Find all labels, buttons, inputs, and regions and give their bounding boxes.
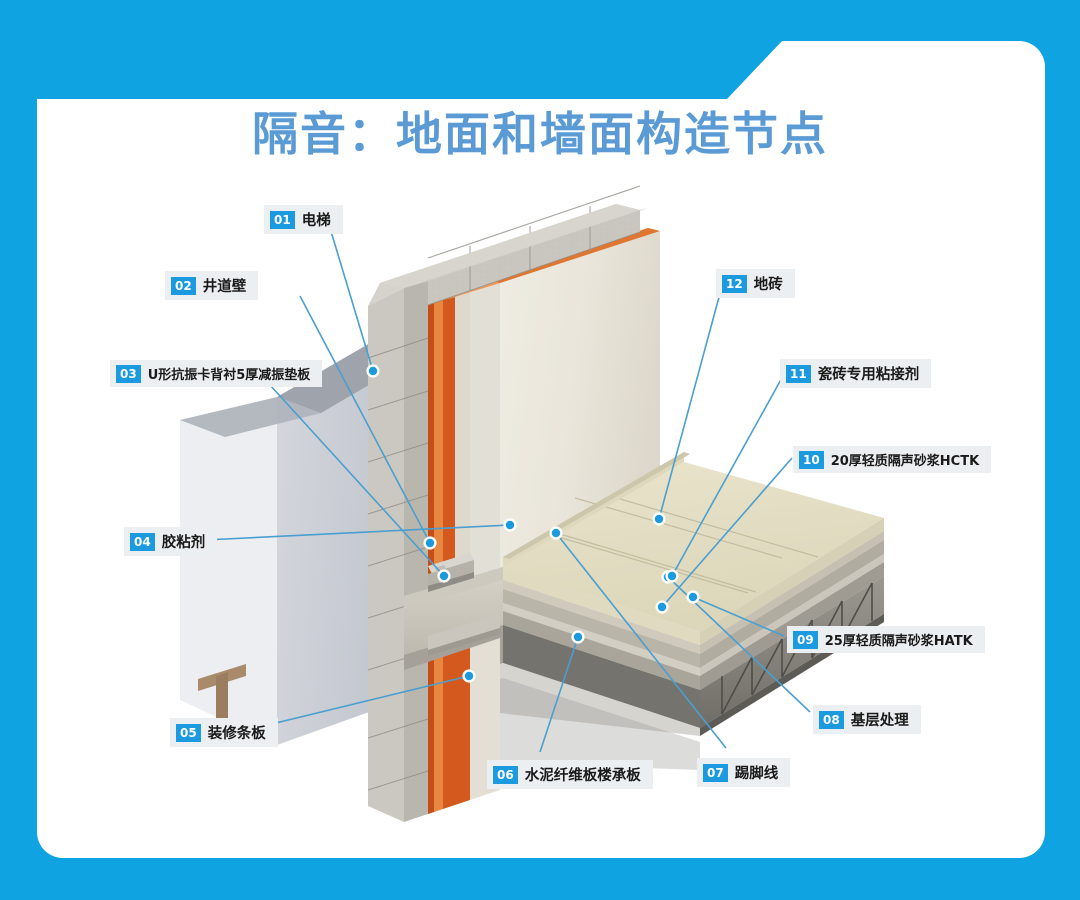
callout-label-03[interactable]: 03 U形抗振卡背衬5厚减振垫板 [110, 360, 323, 387]
callout-text-02: 井道壁 [202, 279, 247, 295]
page-title: 隔音：地面和墙面构造节点 [252, 107, 828, 161]
callout-label-04[interactable]: 04 胶粘剂 [124, 527, 218, 556]
callout-badge-02: 02 [171, 276, 196, 295]
callout-badge-04: 04 [130, 532, 155, 551]
callout-badge-06: 06 [493, 765, 518, 784]
callout-text-03: U形抗振卡背衬5厚减振垫板 [147, 368, 311, 383]
card-left-edge-mask [37, 41, 63, 99]
callout-label-08[interactable]: 08 基层处理 [813, 705, 921, 734]
callout-text-12: 地砖 [753, 277, 783, 293]
callout-text-04: 胶粘剂 [161, 535, 206, 551]
callout-label-05[interactable]: 05 装修条板 [170, 718, 278, 747]
callout-badge-12: 12 [722, 274, 747, 293]
callout-badge-03: 03 [116, 364, 141, 383]
baseboard-skirting [428, 614, 500, 656]
callout-badge-08: 08 [819, 710, 844, 729]
callout-label-01[interactable]: 01 电梯 [264, 205, 343, 234]
callout-label-10[interactable]: 10 20厚轻质隔声砂浆HCTK [793, 446, 992, 473]
callout-badge-01: 01 [270, 210, 295, 229]
callout-text-11: 瓷砖专用粘接剂 [817, 367, 920, 383]
callout-text-01: 电梯 [301, 213, 331, 229]
callout-label-02[interactable]: 02 井道壁 [165, 271, 259, 300]
callout-label-12[interactable]: 12 地砖 [716, 269, 795, 298]
callout-text-08: 基层处理 [850, 713, 909, 729]
callout-badge-09: 09 [793, 630, 818, 649]
card-corner-notch [37, 41, 782, 99]
callout-label-11[interactable]: 11 瓷砖专用粘接剂 [780, 359, 932, 388]
callout-badge-07: 07 [703, 763, 728, 782]
callout-label-09[interactable]: 09 25厚轻质隔声砂浆HATK [787, 626, 985, 653]
concrete-block-top-course [380, 204, 640, 288]
callout-badge-05: 05 [176, 723, 201, 742]
callout-label-06[interactable]: 06 水泥纤维板楼承板 [487, 760, 653, 789]
callout-badge-10: 10 [799, 450, 824, 469]
callout-text-09: 25厚轻质隔声砂浆HATK [824, 634, 973, 649]
callout-label-07[interactable]: 07 踢脚线 [697, 758, 791, 787]
callout-text-10: 20厚轻质隔声砂浆HCTK [830, 454, 980, 469]
callout-text-06: 水泥纤维板楼承板 [524, 768, 641, 784]
callout-text-07: 踢脚线 [734, 766, 779, 782]
callout-badge-11: 11 [786, 364, 811, 383]
callout-text-05: 装修条板 [207, 726, 266, 742]
